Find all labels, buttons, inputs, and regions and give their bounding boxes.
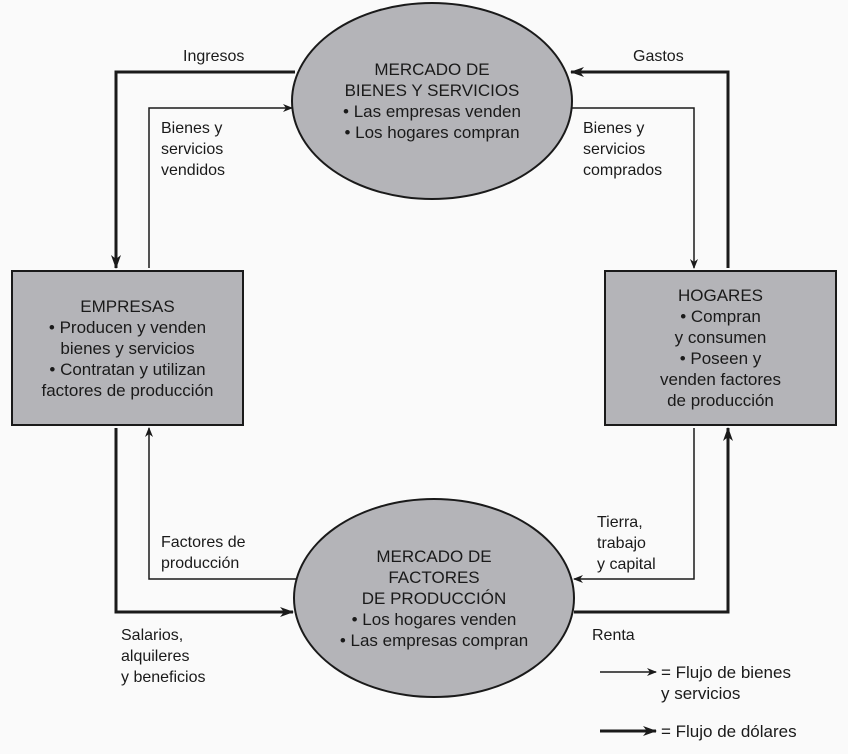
goods-market-node: MERCADO DE BIENES Y SERVICIOS • Las empr… [291, 2, 573, 200]
flow-salarios [114, 428, 294, 617]
households-title: HOGARES [677, 286, 764, 305]
factor-market-bullet-2: • Las empresas compran [339, 630, 529, 650]
flow-gastos [570, 67, 730, 268]
factor-market-title-1: MERCADO DE [376, 546, 492, 566]
flow-renta [574, 427, 733, 614]
firms-line-4: factores de producción [41, 380, 214, 400]
households-node: HOGARES • Compran y consumen • Poseen y … [604, 270, 837, 426]
flow-factores [145, 427, 296, 580]
goods-market-bullet-2: • Los hogares compran [344, 123, 520, 142]
factor-market-title-2: FACTORES [388, 567, 480, 587]
label-gastos: Gastos [633, 48, 684, 65]
label-bienes-comprados: Bienes y servicios comprados [583, 120, 663, 179]
firms-title: EMPRESAS [80, 296, 175, 316]
households-line-5: de producción [667, 391, 774, 410]
label-renta: Renta [592, 627, 635, 644]
households-line-1: • Compran [680, 307, 761, 326]
label-factores: Factores de producción [161, 534, 246, 572]
flow-bienes-comprados [572, 107, 698, 269]
factor-market-title-3: DE PRODUCCIÓN [361, 588, 507, 608]
firms-line-2: bienes y servicios [60, 338, 195, 358]
legend-thin-label: = Flujo de bienes y servicios [661, 663, 791, 703]
firms-line-1: • Producen y venden [48, 317, 207, 337]
label-tierra: Tierra, trabajo y capital [597, 514, 656, 573]
legend-thick-label: = Flujo de dólares [661, 722, 797, 741]
goods-market-title-2: BIENES Y SERVICIOS [344, 81, 520, 100]
factor-market-node: MERCADO DE FACTORES DE PRODUCCIÓN • Los … [293, 498, 575, 698]
factor-market-bullet-1: • Los hogares venden [351, 609, 517, 629]
firms-line-3: • Contratan y utilizan [49, 359, 206, 379]
households-line-2: y consumen [674, 328, 767, 347]
flow-bienes-vendidos [148, 104, 293, 268]
flow-tierra [573, 428, 695, 583]
goods-market-bullet-1: • Las empresas venden [343, 102, 521, 121]
households-line-3: • Poseen y [679, 349, 762, 368]
label-salarios: Salarios, alquileres y beneficios [121, 627, 206, 686]
flow-ingresos [111, 70, 295, 269]
firms-node: EMPRESAS • Producen y venden bienes y se… [11, 270, 244, 426]
households-line-4: venden factores [660, 370, 781, 389]
goods-market-title-1: MERCADO DE [374, 60, 490, 79]
label-bienes-vendidos: Bienes y servicios vendidos [161, 120, 226, 179]
label-ingresos: Ingresos [183, 48, 245, 65]
